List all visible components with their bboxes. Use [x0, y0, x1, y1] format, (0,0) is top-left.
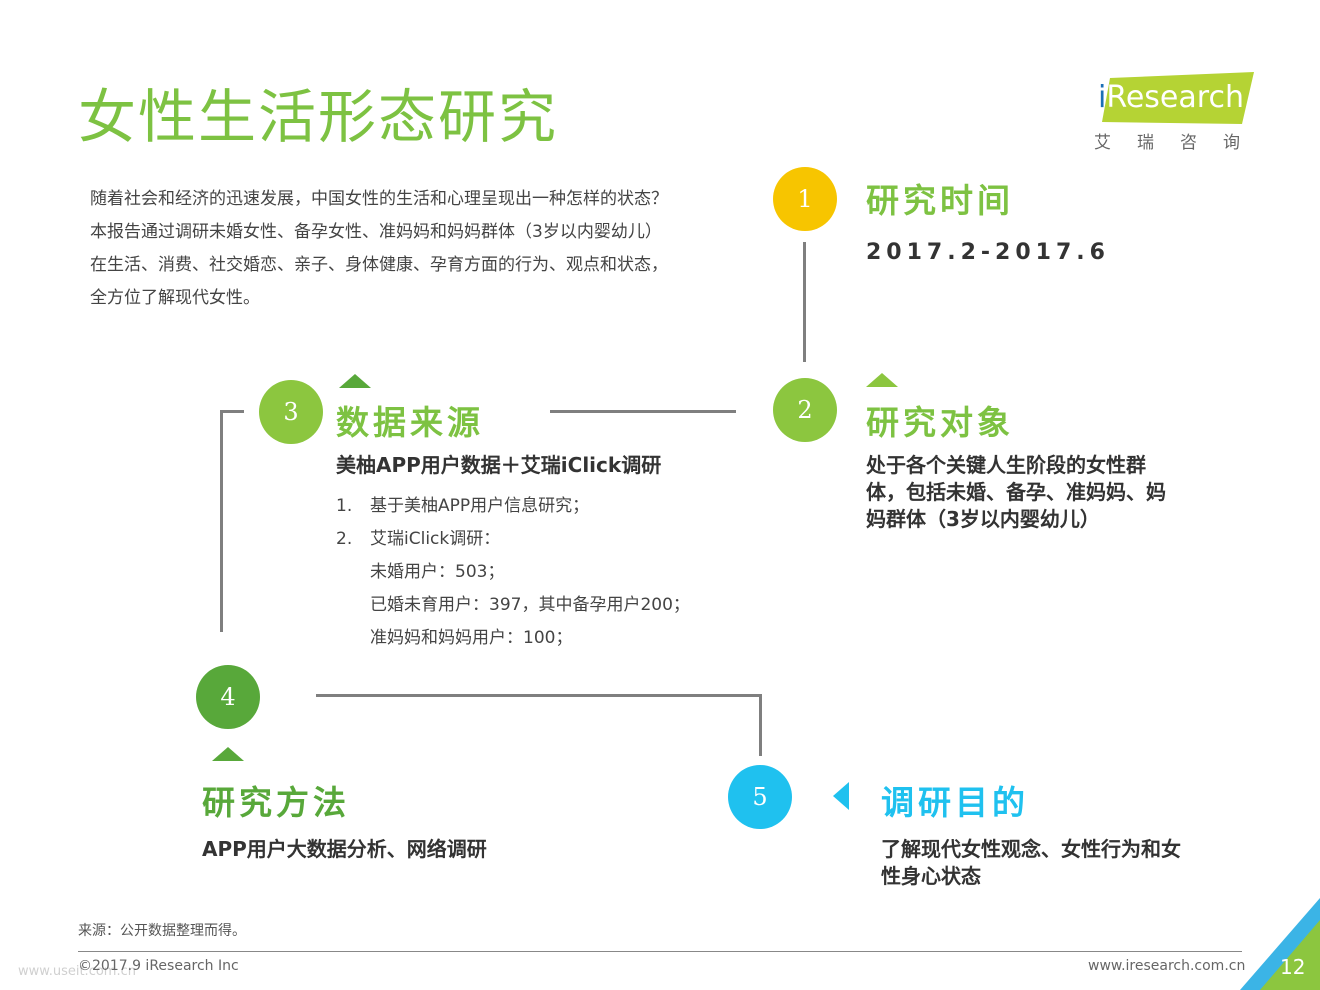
triangle-up-icon [866, 373, 898, 387]
step-2-line: 处于各个关键人生阶段的女性群 [866, 453, 1146, 477]
triangle-left-icon [833, 782, 849, 810]
step-3-circle: 3 [259, 380, 323, 444]
step-2-circle: 2 [773, 378, 837, 442]
watermark: www.useit.com.cn [18, 964, 136, 979]
intro-line: 在生活、消费、社交婚恋、亲子、身体健康、孕育方面的行为、观点和状态， [90, 255, 668, 275]
logo-cn-name: 艾瑞咨询 [1094, 133, 1266, 153]
intro-line: 随着社会和经济的迅速发展，中国女性的生活和心理呈现出一种怎样的状态？ [90, 189, 668, 209]
connector-line-1-2 [803, 242, 806, 362]
copyright: ©2017.9 iResearch Inc [78, 958, 239, 974]
logo-banner-shape [1102, 72, 1254, 124]
logo-wordmark: iResearch [1098, 80, 1244, 115]
iresearch-logo: iResearch 艾瑞咨询 [1092, 72, 1262, 162]
intro-paragraph: 随着社会和经济的迅速发展，中国女性的生活和心理呈现出一种怎样的状态？ 本报告通过… [90, 183, 730, 315]
step-4-heading: 研究方法 [202, 783, 350, 822]
source-note: 来源：公开数据整理而得。 [78, 923, 246, 939]
website-url: www.iresearch.com.cn [1088, 958, 1246, 974]
step-4-description: APP用户大数据分析、网络调研 [202, 837, 487, 861]
step-1-circle: 1 [773, 167, 837, 231]
step-2-line: 体，包括未婚、备孕、准妈妈、妈 [866, 480, 1166, 504]
step-5-line: 性身心状态 [881, 864, 981, 888]
logo-i: i [1098, 80, 1107, 115]
triangle-up-icon [212, 747, 244, 761]
list-item: 已婚未育用户：397，其中备孕用户200； [370, 595, 690, 615]
step-2-line: 妈群体（3岁以内婴幼儿） [866, 507, 1100, 531]
step-2-heading: 研究对象 [866, 403, 1014, 442]
step-5-description: 了解现代女性观念、女性行为和女 性身心状态 [881, 836, 1181, 890]
step-3-heading: 数据来源 [336, 403, 484, 442]
list-item: 1.基于美柚APP用户信息研究； [336, 496, 590, 516]
step-2-description: 处于各个关键人生阶段的女性群 体，包括未婚、备孕、准妈妈、妈 妈群体（3岁以内婴… [866, 452, 1166, 533]
step-3-subtitle: 美柚APP用户数据＋艾瑞iClick调研 [336, 453, 662, 477]
connector-line-2-3 [550, 410, 736, 413]
step-4-circle: 4 [196, 665, 260, 729]
connector-line-3-left [220, 410, 244, 413]
intro-line: 全方位了解现代女性。 [90, 288, 260, 308]
connector-line-3-4 [220, 410, 223, 632]
data-source-list: 1.基于美柚APP用户信息研究； 2.艾瑞iClick调研： 未婚用户：503；… [336, 490, 690, 655]
step-5-line: 了解现代女性观念、女性行为和女 [881, 837, 1181, 861]
triangle-up-icon [339, 374, 371, 388]
step-5-heading: 调研目的 [881, 783, 1029, 822]
intro-line: 本报告通过调研未婚女性、备孕女性、准妈妈和妈妈群体（3岁以内婴幼儿） [90, 222, 662, 242]
list-item: 准妈妈和妈妈用户：100； [370, 628, 573, 648]
study-period: 2017.2-2017.6 [866, 240, 1110, 265]
footer-divider [78, 951, 1242, 952]
corner-decoration [1240, 898, 1320, 990]
connector-line-4-5-horizontal [316, 694, 762, 697]
page-number: 12 [1280, 955, 1306, 979]
page-title: 女性生活形态研究 [78, 83, 559, 151]
step-5-circle: 5 [728, 765, 792, 829]
logo-research: Research [1106, 80, 1244, 115]
list-item: 2.艾瑞iClick调研： [336, 529, 501, 549]
connector-line-4-5-vertical [759, 694, 762, 756]
step-1-heading: 研究时间 [866, 181, 1014, 220]
list-item: 未婚用户：503； [370, 562, 505, 582]
